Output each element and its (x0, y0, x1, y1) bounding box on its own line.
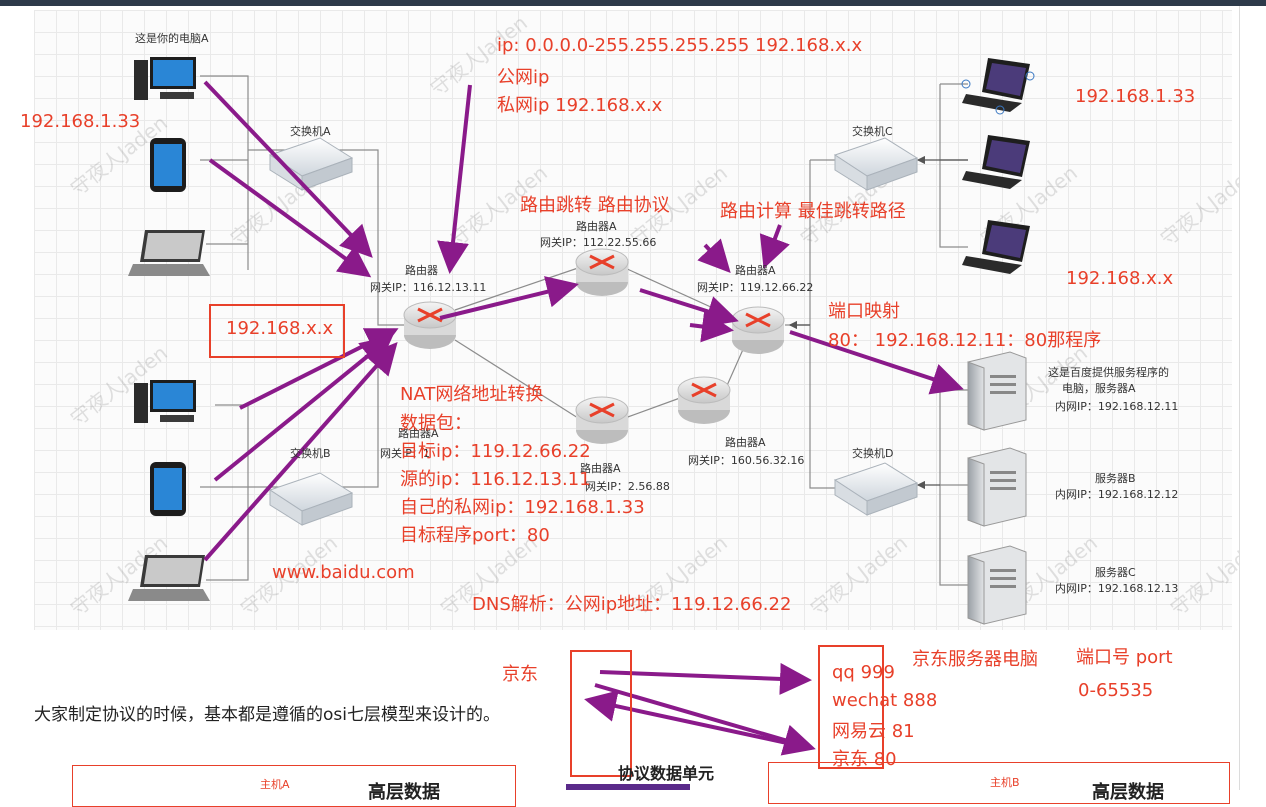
switch-icon (833, 462, 919, 516)
router-top-ip: 网关IP：112.22.55.66 (540, 236, 657, 249)
server-icon (967, 447, 1027, 527)
router-right-label: 路由器A (735, 264, 776, 277)
annotation-jd-server: 京东服务器电脑 (912, 649, 1038, 670)
jd-box (570, 650, 632, 777)
router-left-ip: 网关IP：116.12.13.11 (370, 281, 487, 294)
annotation-packet: 数据包： (400, 413, 472, 434)
server-icon (967, 351, 1027, 431)
host-b-label: 主机B (990, 776, 1020, 789)
window-top-bar (0, 0, 1266, 6)
annotation-right-ip-mid: 192.168.x.x (1066, 268, 1174, 289)
annotation-baidu: www.baidu.com (272, 562, 415, 583)
port-list-item: 京东 80 (832, 749, 897, 770)
desktop-pc-icon (134, 57, 196, 100)
server-icon (967, 545, 1027, 625)
router-bot1-label: 路由器A (398, 427, 439, 440)
pdu-bar (566, 784, 690, 790)
router-left-label: 路由器 (405, 264, 438, 277)
annotation-routing: 路由跳转 路由协议 (520, 195, 670, 216)
port-list-item: 网易云 81 (832, 721, 915, 742)
annotation-own-ip: 自己的私网ip：192.168.1.33 (400, 497, 645, 518)
annotation-right-ip-top: 192.168.1.33 (1075, 86, 1196, 107)
server-c-ip: 内网IP：192.168.12.13 (1055, 582, 1179, 595)
router-bot2-ip: 网关IP：2.56.88 (585, 480, 670, 493)
switch-c-label: 交换机C (852, 125, 893, 138)
server-a-desc-2: 电脑，服务器A (1062, 382, 1136, 395)
pc-a-label: 这是你的电脑A (135, 32, 209, 45)
annotation-dest-port: 目标程序port：80 (400, 525, 550, 546)
server-c-label: 服务器C (1095, 566, 1136, 579)
port-list-item: qq 999 (832, 662, 895, 683)
high-data-a: 高层数据 (368, 782, 440, 803)
switch-icon (268, 472, 354, 526)
annotation-jd: 京东 (502, 664, 538, 685)
server-b-ip: 内网IP：192.168.12.12 (1055, 488, 1179, 501)
annotation-routing-calc: 路由计算 最佳跳转路径 (720, 201, 906, 222)
network-topology (128, 57, 1035, 756)
annotation-dns: DNS解析：公网ip地址：119.12.66.22 (472, 594, 792, 615)
switch-b-label: 交换机B (290, 447, 331, 460)
router-right-ip: 网关IP：119.12.66.22 (697, 281, 814, 294)
annotation-private-ip: 私网ip 192.168.x.x (497, 95, 663, 116)
router-icon (677, 376, 731, 424)
router-icon (403, 301, 457, 349)
router-bot2-label: 路由器A (580, 462, 621, 475)
router-bot3-ip: 网关IP：160.56.32.16 (688, 454, 805, 467)
switch-icon (833, 137, 919, 191)
annotation-arrows (203, 80, 964, 756)
router-icon (575, 396, 629, 444)
host-a-label: 主机A (260, 778, 290, 791)
annotation-port-map: 端口映射 (828, 301, 900, 322)
laptop-icon (128, 555, 210, 601)
annotation-ip-range: ip: 0.0.0.0-255.255.255.255 192.168.x.x (497, 35, 863, 56)
port-list-item: wechat 888 (832, 690, 938, 711)
high-data-b: 高层数据 (1092, 782, 1164, 803)
smartphone-icon (150, 462, 186, 516)
switch-icon (268, 137, 354, 191)
router-bot3-label: 路由器A (725, 436, 766, 449)
pdu-label: 协议数据单元 (618, 764, 715, 783)
server-a-ip: 内网IP：192.168.12.11 (1055, 400, 1179, 413)
router-top-label: 路由器A (576, 220, 617, 233)
laptop-icon (962, 220, 1030, 274)
laptop-icon (128, 230, 210, 276)
annotation-port-title: 端口号 port (1076, 647, 1173, 668)
laptop-icon (962, 135, 1030, 189)
annotation-left-ip: 192.168.1.33 (20, 111, 141, 132)
server-a-desc-1: 这是百度提供服务程序的 (1048, 366, 1169, 379)
smartphone-icon (150, 138, 186, 192)
switch-d-label: 交换机D (852, 447, 894, 460)
router-icon (731, 306, 785, 354)
host-a-frame (72, 765, 516, 807)
port-list-box (818, 645, 884, 769)
osi-note: 大家制定协议的时候，基本都是遵循的osi七层模型来设计的。 (34, 705, 500, 725)
annotation-box-ip: 192.168.x.x (226, 318, 334, 339)
desktop-pc-icon (134, 380, 196, 423)
annotation-dest-ip: 目标ip：119.12.66.22 (400, 441, 591, 462)
window-right-edge (1239, 6, 1266, 790)
annotation-nat: NAT网络地址转换 (400, 384, 544, 405)
annotation-port-map-rule: 80： 192.168.12.11：80那程序 (828, 330, 1102, 351)
annotation-public-ip: 公网ip (497, 67, 550, 88)
switch-a-label: 交换机A (290, 125, 331, 138)
annotation-src-ip: 源的ip：116.12.13.11 (400, 469, 591, 490)
annotation-port-range: 0-65535 (1078, 680, 1154, 701)
router-bot1-ip: 网关IP：1 (380, 447, 430, 460)
server-b-label: 服务器B (1095, 472, 1136, 485)
router-icon (575, 248, 629, 296)
laptop-icon (961, 58, 1035, 115)
annotation-box (209, 304, 345, 358)
